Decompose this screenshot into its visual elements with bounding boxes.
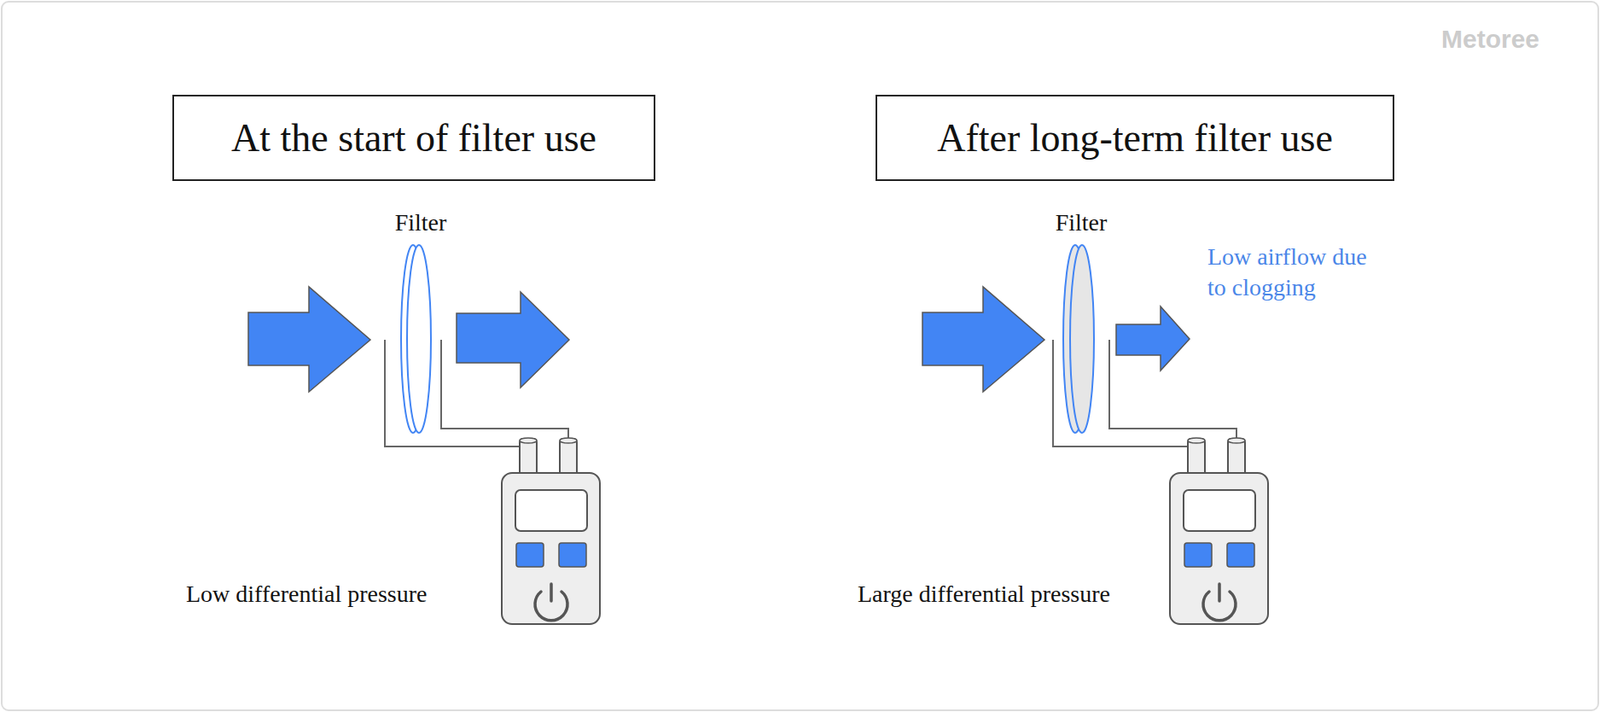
filter-label: Filter — [1055, 205, 1108, 241]
filter-figure — [248, 244, 600, 624]
title-text: After long-term filter use — [936, 115, 1333, 161]
watermark: Metoree — [1441, 20, 1540, 59]
filter-label: Filter — [395, 205, 448, 241]
airflow-note: Low airflow due to clogging — [1207, 241, 1391, 304]
filter-figure-clogged — [922, 244, 1269, 624]
gauge-caption: Low differential pressure — [186, 576, 428, 612]
gauge-caption: Large differential pressure — [857, 576, 1111, 612]
title-box: At the start of filter use — [172, 94, 656, 181]
title-box: After long-term filter use — [875, 94, 1395, 181]
title-text: At the start of filter use — [231, 115, 597, 161]
